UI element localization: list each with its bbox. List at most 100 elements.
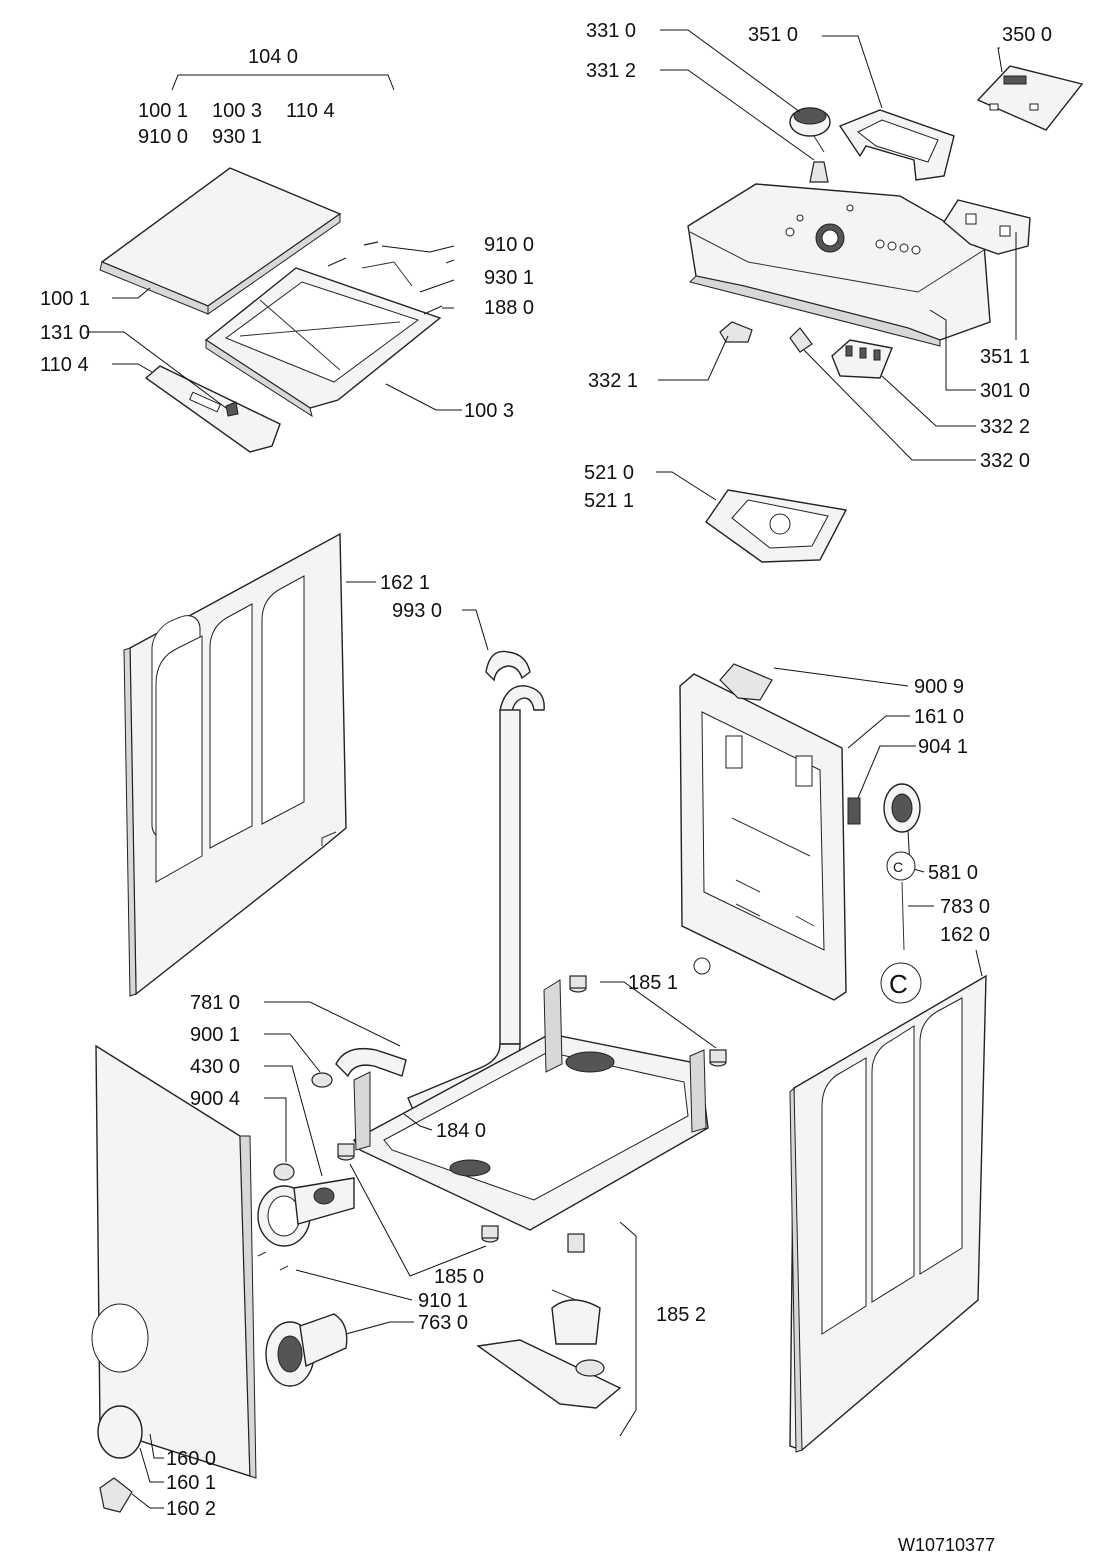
label-1310: 131 0 (40, 322, 91, 344)
clamp-part-9001 (311, 1072, 333, 1088)
leader-3010 (929, 309, 976, 391)
label-9301-top: 930 1 (212, 126, 263, 148)
label-1610: 161 0 (914, 706, 965, 728)
leader-3321 (658, 335, 729, 381)
label-3010: 301 0 (980, 380, 1031, 402)
leader-3310 (660, 29, 801, 113)
label-3500: 350 0 (1002, 24, 1053, 46)
leader-9009 (773, 667, 909, 687)
label-3310: 331 0 (586, 20, 637, 42)
document-id: W10710377 (898, 1535, 996, 1555)
marker-circle-small (886, 851, 916, 881)
label-3321: 332 1 (588, 370, 639, 392)
label-1600: 160 0 (166, 1448, 217, 1470)
leader-9001 (264, 1033, 321, 1073)
label-1001: 100 1 (40, 288, 91, 310)
leader-4300 (264, 1065, 323, 1177)
holder-part-5210 (705, 489, 848, 563)
hinge-part-1602 (99, 1477, 133, 1513)
label-9930: 993 0 (392, 600, 443, 622)
leader-9930 (462, 609, 489, 651)
label-1602: 160 2 (166, 1498, 217, 1520)
pcb-part-3500 (976, 65, 1084, 131)
label-5210: 521 0 (584, 462, 635, 484)
hose-part-9930 (407, 650, 545, 1113)
label-1104-top: 110 4 (286, 100, 335, 122)
label-1104: 110 4 (40, 354, 89, 376)
plug-part-9041 (847, 797, 861, 825)
leader-3312 (660, 69, 815, 161)
label-1840: 184 0 (436, 1120, 487, 1142)
kit-part-1852 (476, 1233, 622, 1409)
label-3511: 351 1 (980, 346, 1031, 368)
leader-5210 (656, 471, 717, 501)
leader-1602 (131, 1493, 164, 1509)
wire-part-9301 (361, 261, 413, 287)
filter-part-7630 (265, 1313, 348, 1387)
leader-1851 (600, 981, 717, 1049)
cover-part-1601 (97, 1405, 143, 1459)
label-9009: 900 9 (914, 676, 965, 698)
front-panel-part-1600 (91, 1044, 257, 1479)
label-1003-top: 100 3 (212, 100, 263, 122)
screw-part-9101a (257, 1251, 267, 1257)
pin-part (327, 257, 347, 267)
foot-part-1850b (481, 1225, 499, 1243)
base-part-1840 (353, 979, 709, 1231)
label-9100-top: 910 0 (138, 126, 189, 148)
label-7830: 783 0 (940, 896, 991, 918)
tube-part-7830 (901, 881, 905, 951)
leader-9301 (419, 279, 455, 293)
label-7630: 763 0 (418, 1312, 469, 1334)
label-1620: 162 0 (940, 924, 991, 946)
leader-3320 (803, 349, 976, 461)
leader-7810 (264, 1001, 401, 1047)
leader-3510 (822, 35, 883, 109)
switch-part-3321 (719, 321, 753, 343)
clamp-part-9004 (273, 1163, 295, 1181)
leader-1104 (112, 363, 153, 373)
screw-part-9100b (445, 259, 455, 264)
side-panel-part-1621 (123, 532, 347, 997)
foot-part-1851b (709, 1049, 727, 1067)
back-panel-part-1610 (679, 673, 847, 1001)
clip-part-9009 (719, 663, 773, 701)
pressure-switch-part-5810 (883, 783, 921, 833)
label-1850: 185 0 (434, 1266, 485, 1288)
leader-7630 (345, 1321, 414, 1335)
foot-part-1850a (337, 1143, 355, 1161)
label-9101: 910 1 (418, 1290, 469, 1312)
label-1851: 185 1 (628, 972, 679, 994)
bracket-part-3510 (838, 109, 955, 181)
label-1601: 160 1 (166, 1472, 217, 1494)
trim-part-1104 (144, 365, 281, 453)
bracket-part-3511 (943, 199, 1031, 255)
label-3312: 331 2 (586, 60, 637, 82)
drain-hose-part-7810 (335, 1047, 407, 1078)
leader-1310 (86, 331, 227, 409)
leader-1620 (975, 949, 983, 977)
screw-part-9101b (279, 1265, 289, 1271)
leader-9101 (295, 1269, 413, 1301)
label-7810: 781 0 (190, 992, 241, 1014)
leader-9041 (857, 745, 916, 799)
label-3510: 351 0 (748, 24, 799, 46)
leader-1001 (112, 287, 151, 299)
foot-part-1851a (569, 975, 587, 993)
marker-c-small: C (893, 859, 904, 875)
label-1001-top: 100 1 (138, 100, 189, 122)
label-3322: 332 2 (980, 416, 1031, 438)
leader-1610 (847, 715, 910, 749)
label-1040: 104 0 (248, 46, 299, 68)
leader-1840 (403, 1113, 433, 1131)
buttons-part-3322 (831, 339, 893, 379)
label-5211: 521 1 (584, 490, 635, 512)
screw-part-9100 (363, 241, 379, 246)
bracket-1852 (619, 1221, 637, 1437)
label-1003: 100 3 (464, 400, 515, 422)
label-5810: 581 0 (928, 862, 979, 884)
marker-circle-large (880, 962, 922, 1004)
leader-9004 (264, 1097, 287, 1162)
label-3320: 332 0 (980, 450, 1031, 472)
